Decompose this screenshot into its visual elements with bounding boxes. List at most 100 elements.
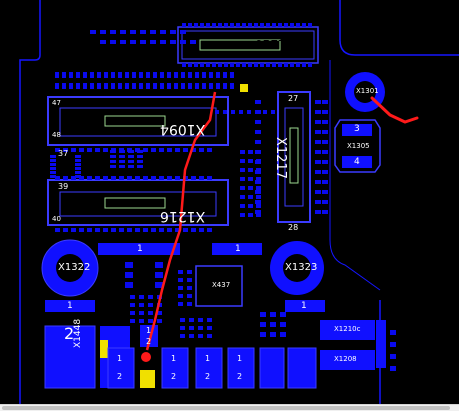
pad [153,72,157,78]
pad [71,228,76,232]
pad [95,228,100,232]
pad [159,148,164,152]
pad [167,72,171,78]
pad [178,302,183,306]
pad [75,163,81,166]
pad [180,334,185,338]
scrollbar-thumb[interactable] [2,406,450,410]
pad [248,168,253,172]
pad [125,72,129,78]
pin-1c: 1 [67,301,73,311]
pad [150,30,156,34]
pad-label-2: 2 [117,372,123,381]
pad [390,342,396,347]
pad [119,160,125,163]
pad [255,160,261,164]
pad [260,332,266,337]
pad [322,110,328,114]
pad [284,23,288,27]
pad [206,23,210,27]
pad [256,204,261,208]
pad [55,228,60,232]
pad [100,40,106,44]
pad [260,63,264,67]
pad [256,177,261,181]
pad [111,176,116,180]
horizontal-scrollbar[interactable] [0,404,459,411]
pad [75,155,81,158]
pad [240,150,245,154]
pad [87,228,92,232]
pin-40: 40 [52,215,61,223]
pad [248,195,253,199]
pad [137,160,143,163]
pad [175,176,180,180]
pad [183,228,188,232]
pad [248,159,253,163]
pad [75,159,81,162]
pad [270,322,276,327]
pad [135,176,140,180]
pad [322,210,328,214]
pad [139,72,143,78]
pad [55,148,60,152]
pad [128,165,134,168]
pad [55,176,60,180]
pad [151,228,156,232]
pad [79,228,84,232]
label-x1322: X1322 [58,262,91,273]
pad [248,63,252,67]
pad [266,63,270,67]
pad [240,159,245,163]
pad [390,330,396,335]
pad [151,148,156,152]
pad [322,190,328,194]
pad [50,171,56,174]
pad [280,322,286,327]
pin-3a: 3 [354,124,360,134]
pad [189,318,194,322]
pad [139,83,143,89]
pad [139,295,144,299]
pad [181,72,185,78]
pad [110,160,116,163]
pad [87,148,92,152]
pad [254,63,258,67]
pad [83,83,87,89]
pad [242,23,246,27]
pad [127,228,132,232]
pad [315,170,321,174]
pin-37: 37 [58,149,69,158]
pad [189,334,194,338]
pad [216,83,220,89]
pad [63,228,68,232]
pad [260,312,266,317]
label-x1323: X1323 [285,262,318,273]
pad [50,167,56,170]
pad [255,100,261,104]
pad-label-6: 2 [205,372,211,381]
pad [218,63,222,67]
pad [97,72,101,78]
pad [198,318,203,322]
pad-label-9: 1 [146,326,152,335]
label-x437: X437 [212,281,231,289]
pad [153,83,157,89]
pad [130,319,135,323]
pad [248,150,253,154]
pad [240,204,245,208]
pad [180,40,186,44]
pad [143,228,148,232]
pad [119,155,125,158]
pad [75,175,81,178]
pad [71,176,76,180]
pad [178,270,183,274]
pad [128,155,134,158]
pad [255,140,261,144]
pad [236,23,240,27]
pad [130,295,135,299]
label-x1301: X1301 [356,87,379,95]
pad [322,150,328,154]
